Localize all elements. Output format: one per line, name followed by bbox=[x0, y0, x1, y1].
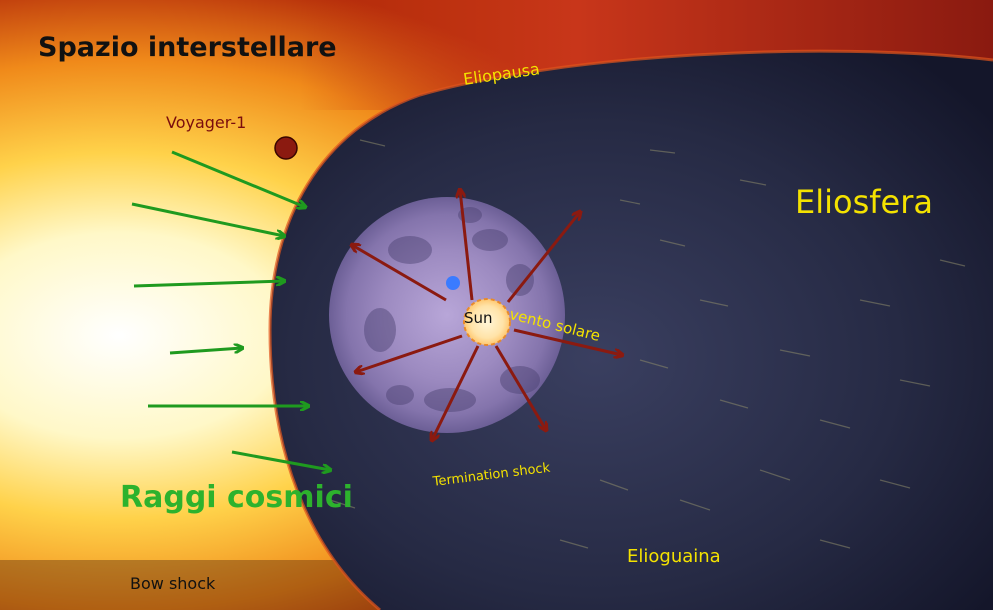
bow-shock-label: Bow shock bbox=[130, 574, 215, 593]
heliosheath-label: Elioguaina bbox=[627, 546, 721, 567]
blue-dot bbox=[446, 276, 460, 290]
title-interstellar-space: Spazio interstellare bbox=[38, 32, 337, 63]
heliosphere-label: Eliosfera bbox=[795, 183, 933, 221]
voyager-label: Voyager-1 bbox=[166, 113, 246, 132]
sun-label: Sun bbox=[464, 309, 493, 327]
cosmic-rays-label: Raggi cosmici bbox=[120, 480, 353, 515]
voyager-1-probe bbox=[275, 137, 297, 159]
